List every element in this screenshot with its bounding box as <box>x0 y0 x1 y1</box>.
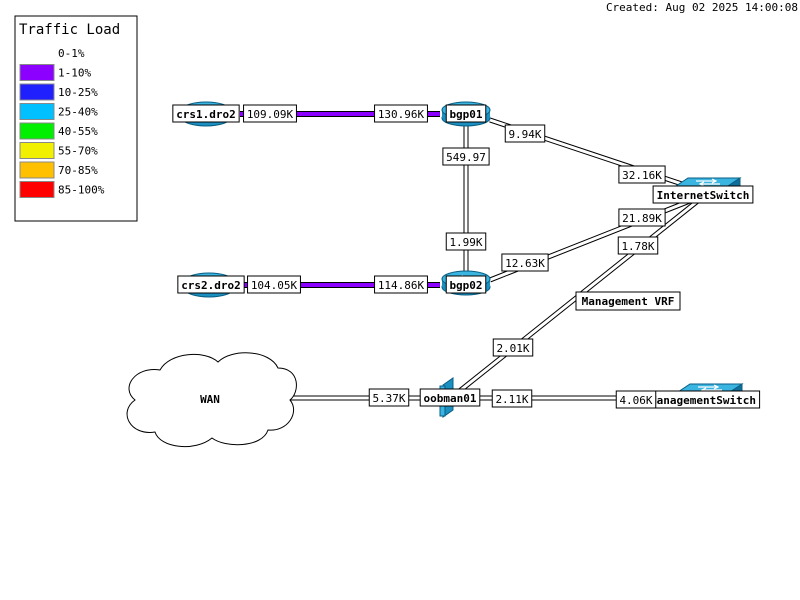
link-value-label: 2.11K <box>491 389 533 408</box>
link-value-label: 1.78K <box>617 236 659 255</box>
svg-text:InternetSwitch: InternetSwitch <box>657 189 750 202</box>
legend-label: 85-100% <box>58 184 105 197</box>
legend-label: 0-1% <box>58 47 85 60</box>
traffic-legend: Traffic Load 0-1% 1-10% 10-25% 25-40% 40-55%… <box>14 15 138 222</box>
legend-item: 40-55% <box>19 122 98 140</box>
node-label-oobman01[interactable]: oobman01 <box>419 388 481 407</box>
legend-item: 55-70% <box>19 142 98 159</box>
legend-swatch <box>19 83 55 101</box>
svg-text:104.05K: 104.05K <box>251 279 298 292</box>
link-value-label: 32.16K <box>618 165 666 184</box>
link-value-label: 2.01K <box>492 338 534 357</box>
cloud-icon <box>126 352 297 448</box>
legend-item: 0-1% <box>19 44 85 62</box>
legend-label: 55-70% <box>58 145 98 158</box>
svg-text:109.09K: 109.09K <box>247 108 294 121</box>
legend-label: 10-25% <box>58 86 98 99</box>
link-value-label: 1.99K <box>445 232 487 251</box>
link-value-label: 114.86K <box>374 275 428 294</box>
management-vrf-label: Management VRF <box>575 291 681 311</box>
node-label-bgp01[interactable]: bgp01 <box>445 104 487 123</box>
link-value-label: 109.09K <box>243 104 297 123</box>
link-value-label: 21.89K <box>618 208 666 227</box>
legend-swatch <box>19 103 55 120</box>
link-value-label: 549.97 <box>442 147 490 166</box>
node-label-crs1[interactable]: crs1.dro2 <box>172 104 240 123</box>
legend-title: Traffic Load <box>19 22 120 38</box>
legend-item: 70-85% <box>19 161 98 179</box>
link-value-label: 104.05K <box>247 275 301 294</box>
legend-swatch <box>19 181 55 198</box>
svg-text:oobman01: oobman01 <box>424 392 477 405</box>
svg-text:130.96K: 130.96K <box>378 108 425 121</box>
link-value-label: 5.37K <box>368 388 410 407</box>
link-value-label: 4.06K <box>615 390 657 409</box>
legend-swatch <box>19 142 55 159</box>
legend-label: 70-85% <box>58 164 98 177</box>
svg-text:114.86K: 114.86K <box>378 279 425 292</box>
svg-text:ManagementSwitch: ManagementSwitch <box>650 394 756 407</box>
legend-item: 1-10% <box>19 64 91 81</box>
legend-item: 10-25% <box>19 83 98 101</box>
svg-text:12.63K: 12.63K <box>505 257 545 270</box>
svg-text:1.99K: 1.99K <box>449 236 482 249</box>
node-label-crs2[interactable]: crs2.dro2 <box>177 275 245 294</box>
node-label-management-switch[interactable]: ManagementSwitch <box>645 390 761 409</box>
legend-label: 25-40% <box>58 106 98 119</box>
link-value-label: 130.96K <box>374 104 428 123</box>
node-label-wan[interactable]: WAN <box>200 393 220 406</box>
svg-text:1.78K: 1.78K <box>621 240 654 253</box>
legend-swatch <box>19 161 55 179</box>
legend-swatch <box>19 122 55 140</box>
svg-text:9.94K: 9.94K <box>508 128 541 141</box>
legend-item: 85-100% <box>19 181 105 198</box>
legend-swatch <box>19 64 55 81</box>
legend-swatch <box>19 44 55 62</box>
svg-text:549.97: 549.97 <box>446 151 486 164</box>
legend-label: 1-10% <box>58 67 91 80</box>
svg-text:bgp02: bgp02 <box>449 279 482 292</box>
svg-text:4.06K: 4.06K <box>619 394 652 407</box>
svg-text:2.11K: 2.11K <box>495 393 528 406</box>
svg-text:21.89K: 21.89K <box>622 212 662 225</box>
created-timestamp: Created: Aug 02 2025 14:00:08 <box>606 1 798 14</box>
legend-item: 25-40% <box>19 103 98 120</box>
svg-text:2.01K: 2.01K <box>496 342 529 355</box>
svg-text:5.37K: 5.37K <box>372 392 405 405</box>
svg-text:32.16K: 32.16K <box>622 169 662 182</box>
svg-text:Management VRF: Management VRF <box>582 295 675 308</box>
svg-text:crs1.dro2: crs1.dro2 <box>176 108 236 121</box>
link-value-label: 9.94K <box>504 124 546 143</box>
svg-text:bgp01: bgp01 <box>449 108 482 121</box>
legend-label: 40-55% <box>58 125 98 138</box>
link-value-label: 12.63K <box>501 253 549 272</box>
node-label-internet-switch[interactable]: InternetSwitch <box>652 185 754 204</box>
svg-text:crs2.dro2: crs2.dro2 <box>181 279 241 292</box>
node-label-bgp02[interactable]: bgp02 <box>445 275 487 294</box>
